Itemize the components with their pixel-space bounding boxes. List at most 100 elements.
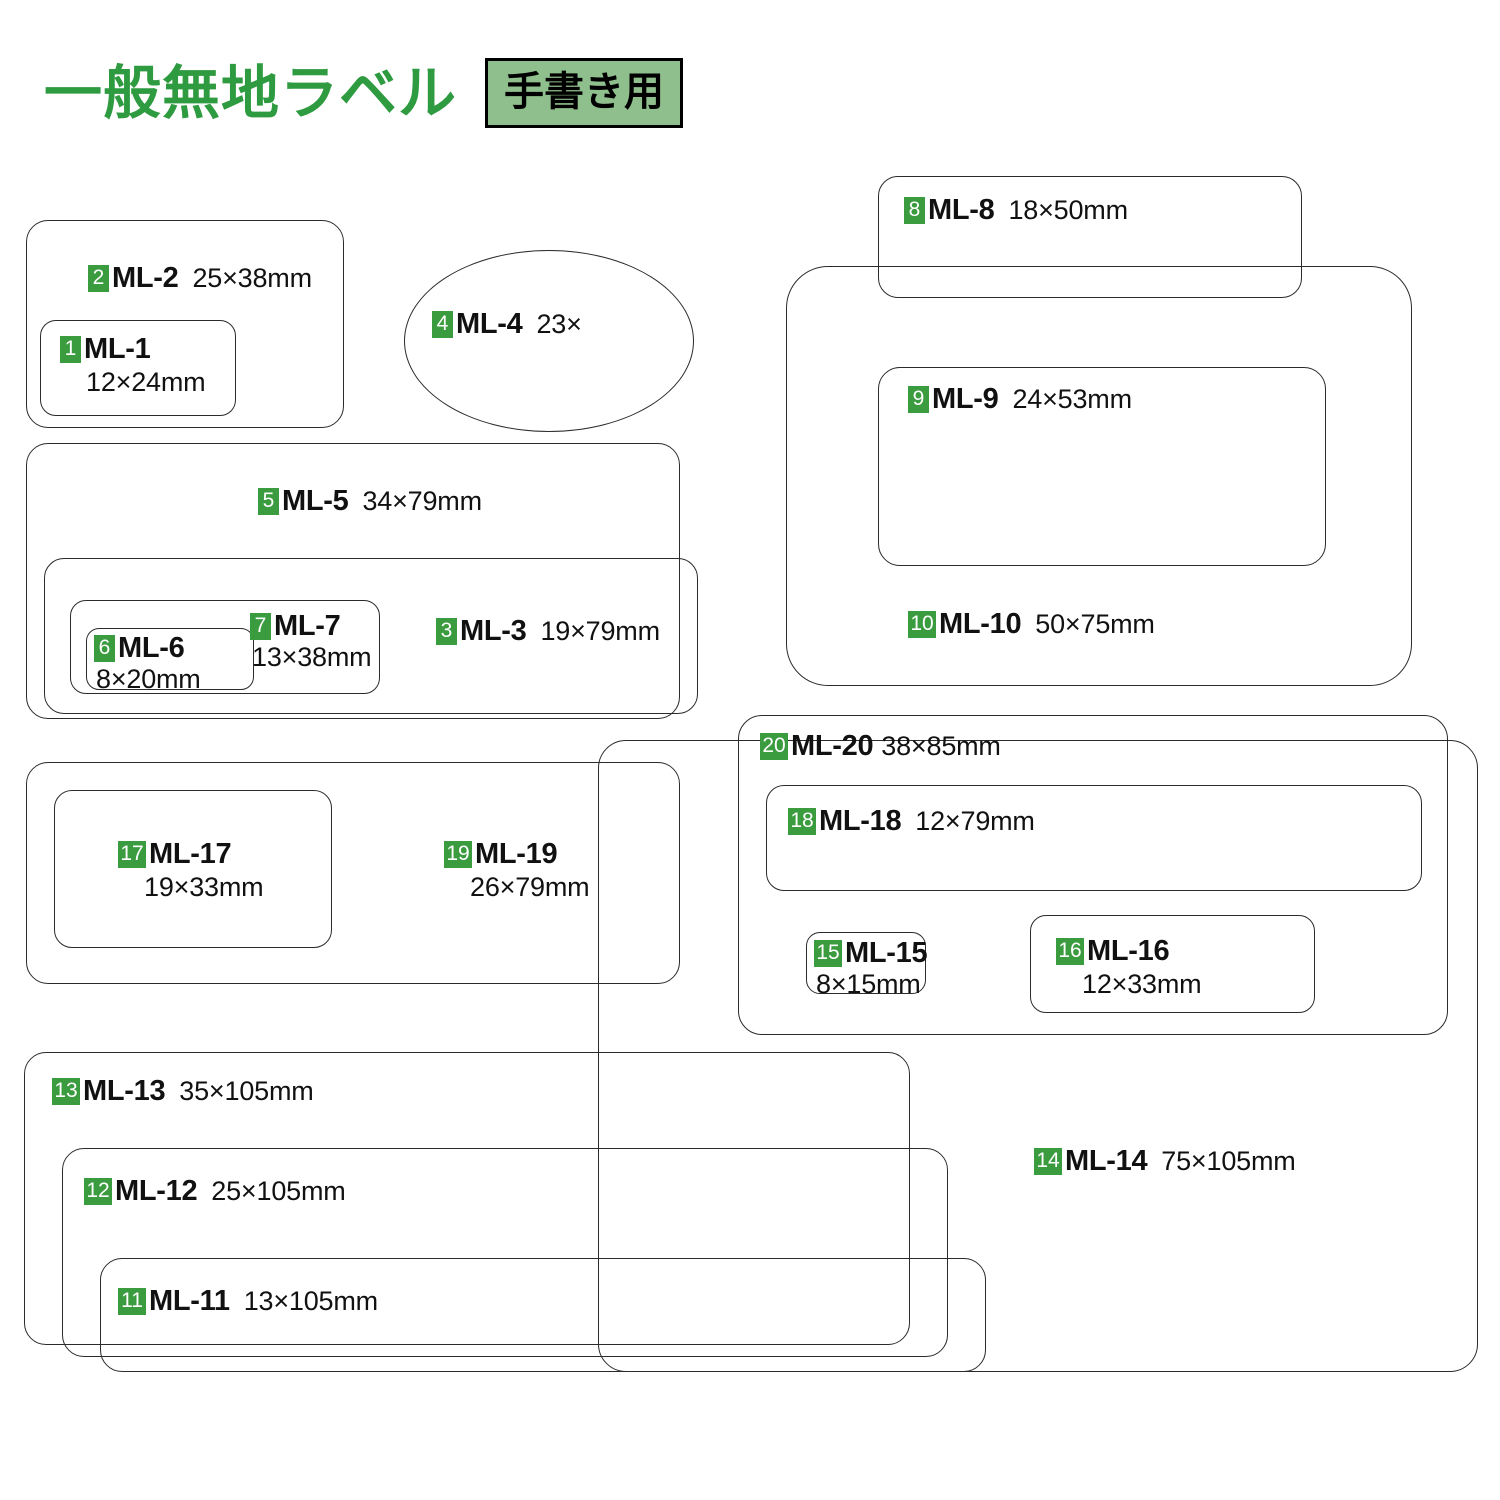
label-code: ML-7 [274,610,341,642]
caption-ml-20: 20 ML-20 38×85mm [760,730,1001,762]
label-number-badge: 2 [88,264,109,292]
label-number-badge: 14 [1034,1147,1062,1175]
label-shape-ml-7[interactable] [70,600,380,694]
label-code: ML-3 [460,615,527,647]
handwriting-badge: 手書き用 [485,58,684,128]
label-size: 19×79mm [540,616,660,647]
label-code: ML-18 [819,805,902,837]
label-size: 19×33mm [144,872,264,903]
label-code: ML-20 [791,730,874,762]
label-size: 26×79mm [470,872,590,903]
label-code: ML-12 [115,1175,198,1207]
label-size: 50×75mm [1035,609,1155,640]
page-header: 一般無地ラベル 手書き用 [44,58,684,128]
label-code: ML-19 [475,838,558,870]
label-number-badge: 19 [444,840,472,868]
label-code: ML-5 [282,485,349,517]
label-code: ML-4 [456,308,523,340]
caption-ml-5: 5 ML-5 34×79mm [258,485,482,517]
label-shape-ml-10[interactable] [786,266,1412,686]
label-shape-ml-2[interactable] [26,220,344,428]
caption-ml-17: 17 ML-17 19×33mm [118,838,264,903]
label-shape-ml-3[interactable] [44,558,698,714]
label-size: 12×79mm [915,806,1035,837]
caption-ml-19: 19 ML-19 26×79mm [444,838,590,903]
caption-ml-12: 12 ML-12 25×105mm [84,1175,346,1207]
label-size: 25×105mm [211,1176,346,1207]
caption-ml-7: 7 ML-7 13×38mm [250,610,372,673]
label-size: 34×79mm [362,486,482,517]
label-number-badge: 15 [814,939,842,967]
label-size: 12×33mm [1082,969,1202,1000]
label-number-badge: 6 [94,634,115,662]
label-code: ML-9 [932,383,999,415]
label-shape-ml-20[interactable] [738,715,1448,1035]
label-shape-ml-16[interactable] [1030,915,1315,1013]
label-number-badge: 16 [1056,937,1084,965]
label-shape-ml-15[interactable] [806,932,926,994]
label-shape-ml-9[interactable] [878,367,1326,566]
label-shape-ml-11[interactable] [100,1258,986,1372]
label-size: 13×38mm [252,642,372,673]
label-code: ML-16 [1087,935,1170,967]
label-number-badge: 7 [250,612,271,640]
label-size: 13×105mm [243,1286,378,1317]
caption-ml-1: 1 ML-1 12×24mm [60,333,206,398]
caption-ml-6: 6 ML-6 8×20mm [94,632,201,695]
caption-ml-4: 4 ML-4 23× [432,308,582,340]
label-shape-ml-12[interactable] [62,1148,948,1357]
page-title: 一般無地ラベル [44,59,458,127]
label-code: ML-13 [83,1075,166,1107]
label-number-badge: 5 [258,487,279,515]
label-number-badge: 4 [432,310,453,338]
label-shape-ml-18[interactable] [766,785,1422,891]
label-number-badge: 1 [60,335,81,363]
label-size: 24×53mm [1012,384,1132,415]
label-size: 38×85mm [881,731,1001,762]
label-code: ML-2 [112,262,179,294]
label-number-badge: 9 [908,385,929,413]
label-number-badge: 3 [436,617,457,645]
label-number-badge: 18 [788,807,816,835]
label-number-badge: 8 [904,196,925,224]
label-size: 25×38mm [192,263,312,294]
caption-ml-16: 16 ML-16 12×33mm [1056,935,1202,1000]
label-shape-ml-17[interactable] [54,790,332,948]
caption-ml-9: 9 ML-9 24×53mm [908,383,1132,415]
label-code: ML-6 [118,632,185,664]
label-code: ML-8 [928,194,995,226]
label-number-badge: 11 [118,1287,146,1315]
label-shape-ml-4[interactable] [404,250,694,432]
caption-ml-2: 2 ML-2 25×38mm [88,262,312,294]
caption-ml-3: 3 ML-3 19×79mm [436,615,660,647]
label-number-badge: 13 [52,1077,80,1105]
label-code: ML-1 [84,333,151,365]
label-code: ML-14 [1065,1145,1148,1177]
label-size: 8×20mm [96,664,201,695]
label-number-badge: 20 [760,732,788,760]
label-shape-ml-1[interactable] [40,320,236,416]
label-size: 23× [536,309,582,340]
label-number-badge: 17 [118,840,146,868]
label-shape-ml-19[interactable] [26,762,680,984]
label-code: ML-10 [939,608,1022,640]
label-code: ML-17 [149,838,232,870]
label-number-badge: 10 [908,610,936,638]
label-shape-ml-14[interactable] [598,740,1478,1372]
label-size: 18×50mm [1008,195,1128,226]
caption-ml-15: 15 ML-15 8×15mm [814,937,928,1000]
caption-ml-13: 13 ML-13 35×105mm [52,1075,314,1107]
caption-ml-14: 14 ML-14 75×105mm [1034,1145,1296,1177]
label-shape-ml-6[interactable] [86,628,254,690]
label-size: 8×15mm [816,969,921,1000]
label-shape-ml-8[interactable] [878,176,1302,298]
label-size: 75×105mm [1161,1146,1296,1177]
label-number-badge: 12 [84,1177,112,1205]
caption-ml-18: 18 ML-18 12×79mm [788,805,1035,837]
label-size: 12×24mm [86,367,206,398]
label-shape-ml-5[interactable] [26,443,680,719]
label-shape-ml-13[interactable] [24,1052,910,1345]
label-code: ML-15 [845,937,928,969]
label-code: ML-11 [149,1285,230,1317]
